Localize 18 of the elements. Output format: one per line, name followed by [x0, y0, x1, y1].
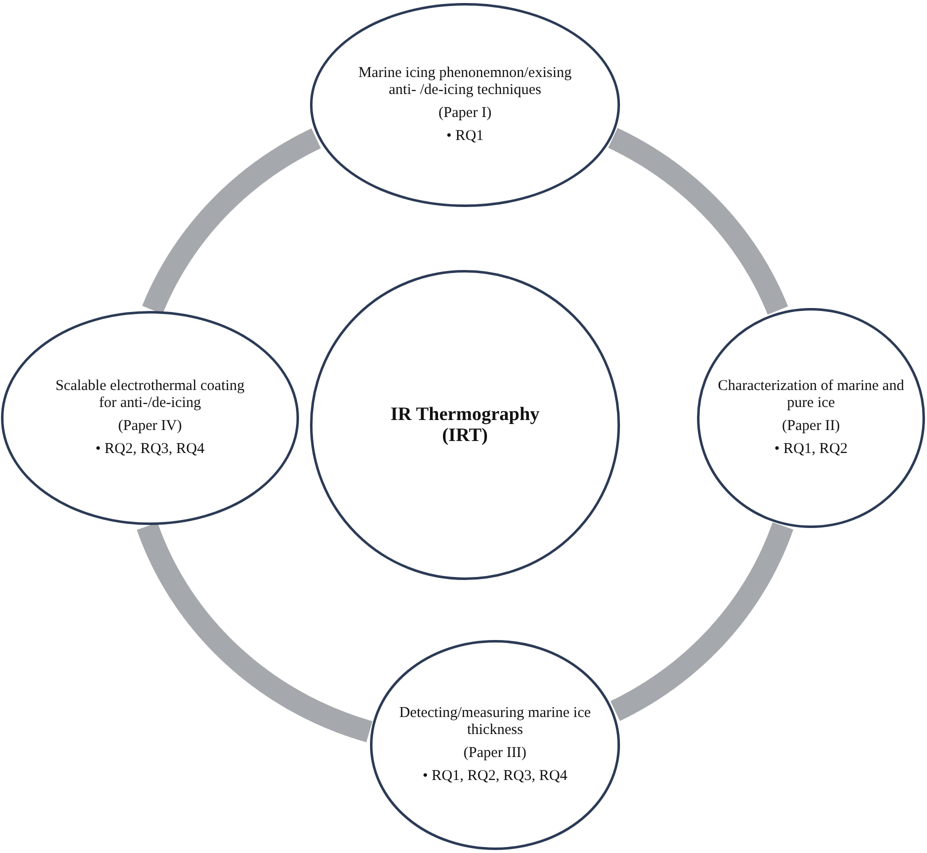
node-ellipse — [310, 270, 620, 580]
research-question-list: • RQ1 — [358, 128, 572, 145]
topic-text: Marine icing phenonemnon/exising anti- /de-icing techniques — [358, 65, 572, 99]
node-ellipse — [310, 3, 620, 207]
paper-label: (Paper II) — [781, 418, 841, 435]
topic-text: Detecting/measuring marine ice thickness — [398, 705, 592, 739]
paper-label: (Paper I) — [438, 105, 492, 122]
research-question-list: • RQ2, RQ3, RQ4 — [48, 440, 252, 458]
center-title: IR Thermography (IRT) — [389, 404, 541, 446]
paper-label: (Paper IV) — [117, 418, 183, 435]
research-question-list: • RQ1, RQ2 — [708, 440, 914, 458]
node-ellipse — [370, 640, 620, 850]
research-question-list: • RQ1, RQ2, RQ3, RQ4 — [395, 768, 595, 785]
node-ellipse — [1, 311, 299, 525]
topic-text: Scalable electrothermal coating for anti-/de-icing — [54, 378, 246, 412]
node-ellipse — [697, 308, 925, 528]
paper-label: (Paper III) — [462, 745, 528, 762]
topic-text: Characterization of marine and pure ice — [716, 378, 906, 412]
